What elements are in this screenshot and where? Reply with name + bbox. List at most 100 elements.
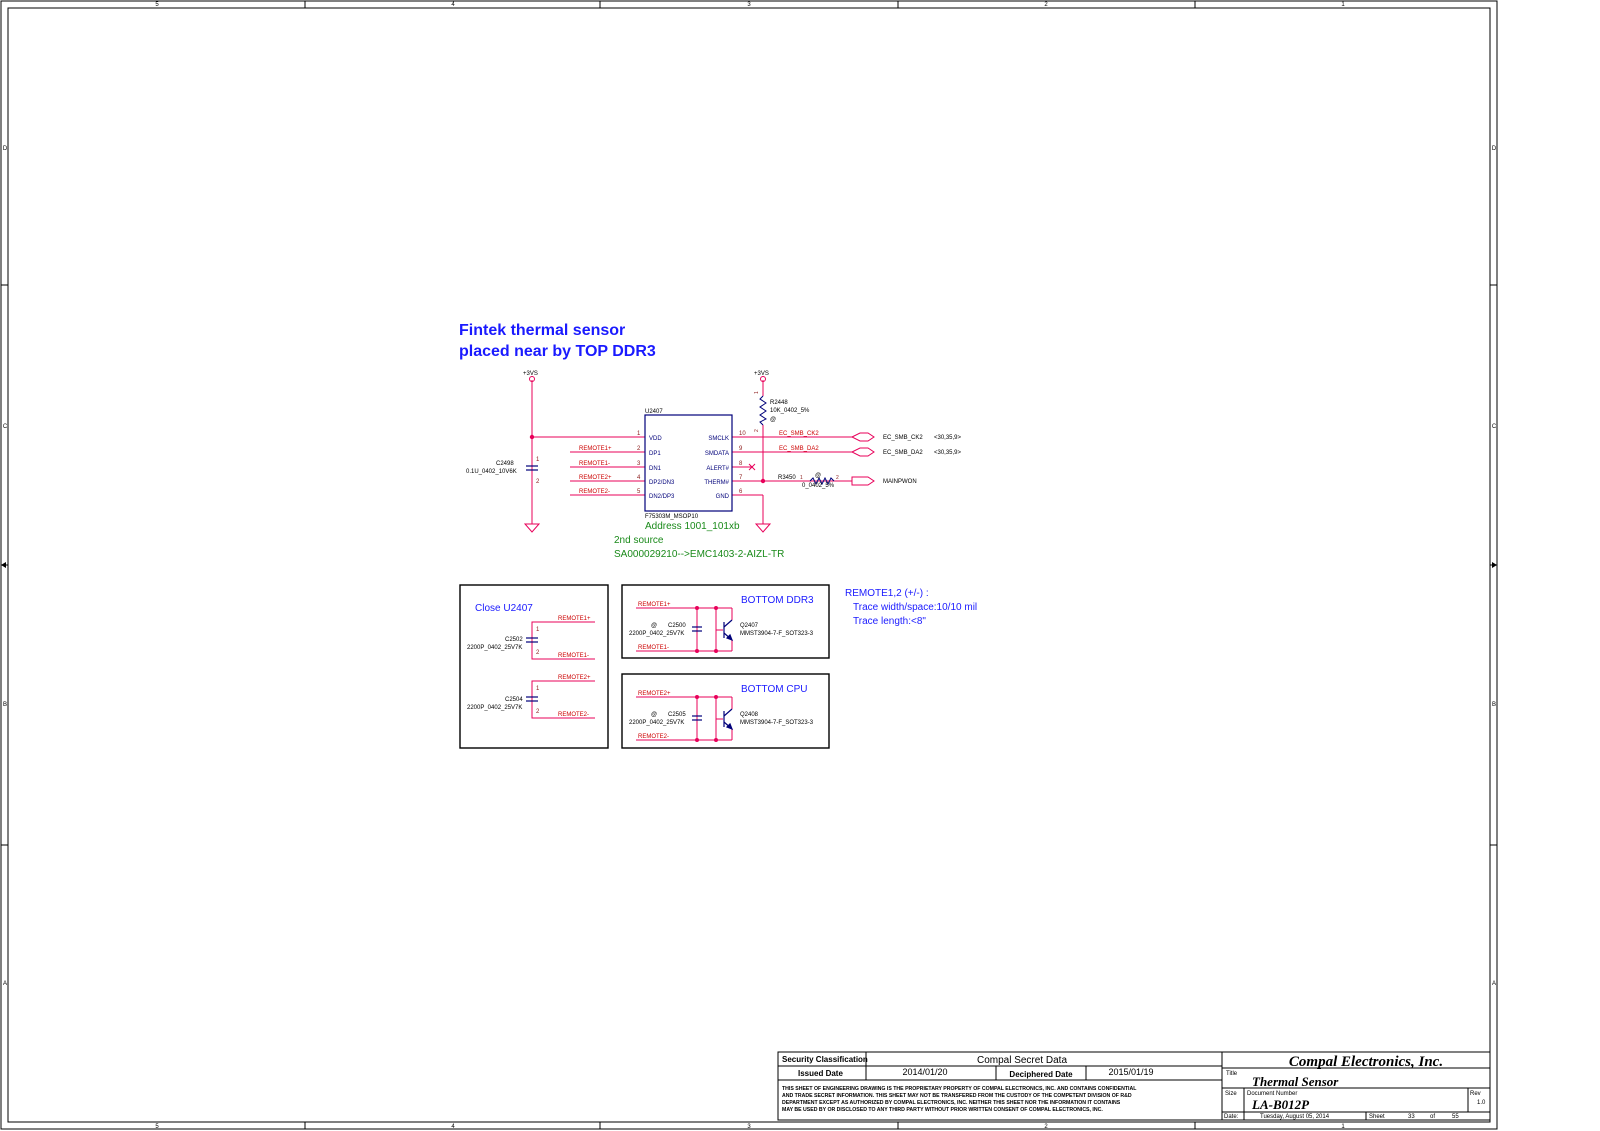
ground-symbol-right [754,523,772,533]
note-second-source: 2nd source [614,535,664,546]
tb-disclaimer-line-3: DEPARTMENT EXCEPT AS AUTHORIZED BY COMPA… [782,1100,1121,1106]
frame-row-left-4: A [3,981,7,987]
frame-col-top-1: 5 [155,2,159,8]
resistor-r2448: 1 2 R2448 10K_0402_5% @ [754,391,810,432]
offpage-mainpwon-net: MAINPWON [883,479,917,485]
frame-col-top-3: 3 [747,2,751,8]
bottom-ddr3-box: BOTTOM DDR3 REMOTE1+ REM [621,584,830,659]
r2448-mark: @ [770,417,776,423]
close-net-r2n: REMOTE2- [558,712,589,718]
c2504-ref: C2504 [505,697,523,703]
c2498-ref: C2498 [496,461,514,467]
u2407-pin9-name: SMDATA [705,451,729,457]
tb-disclaimer-line-2: AND TRADE SECRET INFORMATION. THIS SHEET… [782,1093,1132,1099]
offpage-smb-da2-ref: <30,35,9> [934,450,962,456]
tb-issued-value: 2014/01/20 [902,1067,947,1077]
q2407-transistor-symbol [723,619,734,642]
note-sa-part: SA000029210-->EMC1403-2-AIZL-TR [614,549,784,560]
q2408-ref: Q2408 [740,712,759,718]
net-label-remote2p: REMOTE2+ [579,475,612,481]
ddr-net-n: REMOTE1- [638,645,669,651]
c2500-ref: C2500 [668,623,686,629]
u2407-pin8-name: ALERT# [706,466,729,472]
tb-security-label: Security Classification [782,1055,868,1064]
r3450-pin1: 1 [800,475,803,481]
net-label-remote2n: REMOTE2- [579,489,610,495]
tb-security-value: Compal Secret Data [977,1055,1067,1066]
tb-sheet-value: 33 [1408,1114,1415,1120]
power-symbol-left: +3VS [523,371,538,382]
offpage-connector-smb-da2: EC_SMB_DA2 <30,35,9> [850,447,962,457]
frame-col-top-5: 1 [1341,2,1345,8]
cpu-box-title: BOTTOM CPU [741,684,807,695]
u2407-pin10-name: SMCLK [708,436,729,442]
tb-rev-value: 1.0 [1477,1100,1486,1106]
close-net-r2p: REMOTE2+ [558,675,591,681]
note-address: Address 1001_101xb [645,521,740,532]
u2407-pin4-num: 4 [637,475,641,481]
net-label-remote1p: REMOTE1+ [579,446,612,452]
c2505-mark: @ [651,712,657,718]
r3450-pin2: 2 [836,475,839,481]
close-u2407-box: Close U2407 REMOTE1+ REMOTE1- REMOTE2+ R… [459,584,609,749]
frame-col-bot-2: 4 [451,1124,455,1130]
tb-date-value: Tuesday, August 05, 2014 [1260,1114,1330,1120]
ddr-box-title: BOTTOM DDR3 [741,595,814,606]
note-remote-title: REMOTE1,2 (+/-) : [845,588,929,599]
note-trace-width: Trace width/space:10/10 mil [853,602,977,613]
r2448-ref: R2448 [770,400,788,406]
tb-date-label: Date: [1224,1114,1239,1120]
tb-company: Compal Electronics, Inc. [1289,1054,1443,1070]
tb-issued-label: Issued Date [798,1069,843,1078]
capacitor-c2498: 1 2 C2498 0.1U_0402_10V6K [466,457,540,485]
close-box-title: Close U2407 [475,603,533,614]
r3450-value: 0_0402_5% [802,483,835,489]
ddr-net-p: REMOTE1+ [638,602,671,608]
offpage-connector-mainpwon: MAINPWON [851,476,917,486]
c2502-value: 2200P_0402_25V7K [467,645,522,651]
u2407-pin1-name: VDD [649,436,662,442]
tb-title-value: Thermal Sensor [1252,1074,1339,1089]
c2502-pin2: 2 [536,650,540,656]
frame-markers [1,562,1497,568]
u2407-part: F75303M_MSOP10 [645,514,699,520]
c2498-pin1: 1 [536,457,540,463]
c2504-pin2: 2 [536,709,540,715]
net-label-smb-da2: EC_SMB_DA2 [779,446,819,452]
u2407-pin1-num: 1 [637,431,641,437]
tb-deciphered-label: Deciphered Date [1009,1070,1073,1079]
drawing-frame [0,0,1498,1130]
tb-disclaimer-line-4: MAY BE USED BY OR DISCLOSED TO ANY THIRD… [782,1107,1103,1113]
resistor-r3450: R3450 1 @ 2 0_0402_5% [778,473,839,489]
frame-col-bot-4: 2 [1044,1124,1048,1130]
tb-title-label: Title [1226,1071,1238,1077]
frame-col-top-4: 2 [1044,2,1048,8]
power-symbol-right: +3VS [754,371,769,382]
power-label-right: +3VS [754,371,769,377]
frame-col-bot-3: 3 [747,1124,751,1130]
c2505-ref: C2505 [668,712,686,718]
c2498-value: 0.1U_0402_10V6K [466,469,517,475]
title-block [777,1051,1491,1121]
junction-dots [529,434,766,484]
u2407-pin9-num: 9 [739,446,743,452]
u2407-pin2-num: 2 [637,446,641,452]
heading-line-1: Fintek thermal sensor [459,322,625,339]
r2448-pin2: 2 [754,429,760,432]
frame-col-top-2: 4 [451,2,455,8]
offpage-smb-ck2-net: EC_SMB_CK2 [883,435,923,441]
u2407-pin5-num: 5 [637,489,641,495]
u2407-pin7-name: THERM# [704,480,729,486]
tb-deciphered-value: 2015/01/19 [1108,1067,1153,1077]
q2408-transistor-symbol [723,708,734,731]
frame-row-right-2: C [1492,424,1497,430]
tb-of-label: of [1430,1114,1435,1120]
ic-u2407: U2407 F75303M_MSOP10 1 VDD 2 DP1 3 DN1 4… [637,409,746,520]
cpu-net-p: REMOTE2+ [638,691,671,697]
r3450-ref: R3450 [778,475,796,481]
u2407-pin8-num: 8 [739,461,743,467]
tb-size-label: Size [1225,1091,1237,1097]
close-net-r1p: REMOTE1+ [558,616,591,622]
frame-row-left-1: D [3,146,8,152]
c2502-pin1: 1 [536,627,540,633]
